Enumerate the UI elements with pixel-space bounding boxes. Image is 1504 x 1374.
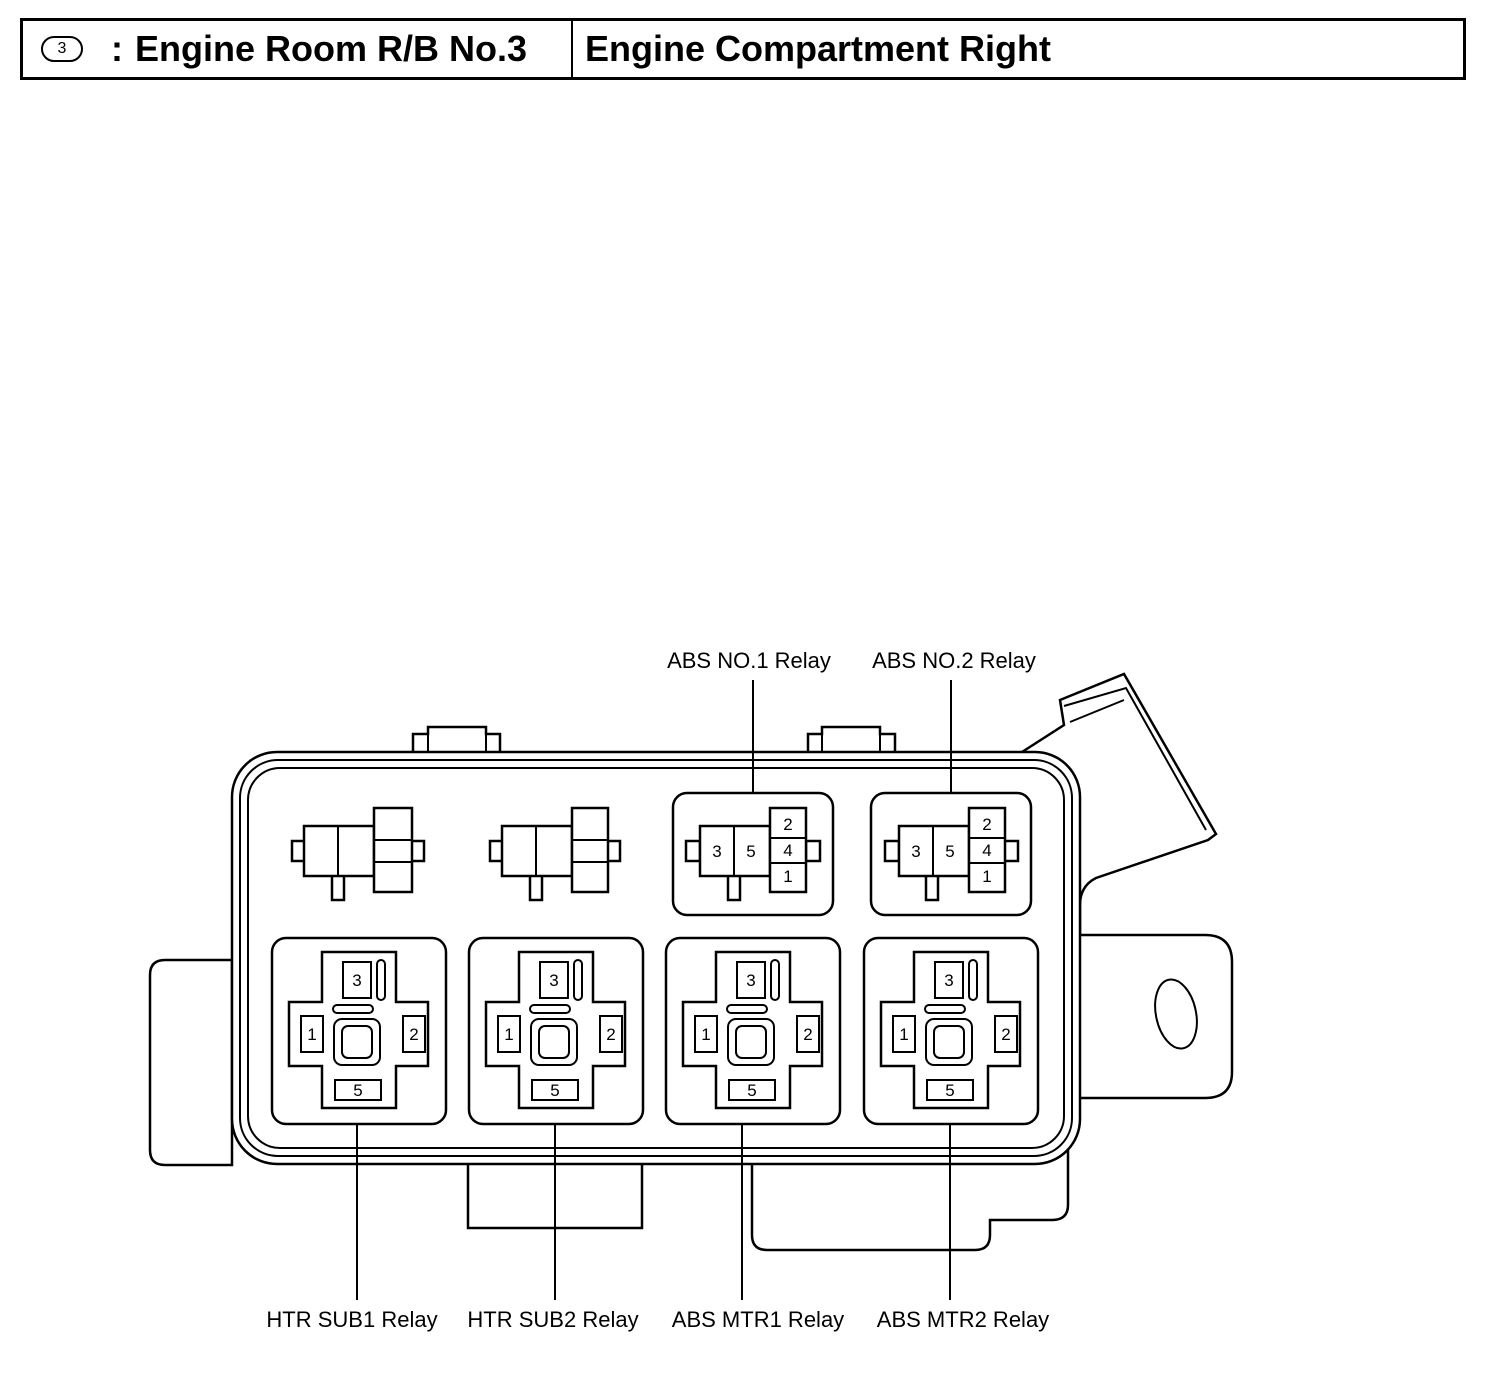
location-code-cell: 3 : Engine Room R/B No.3 (23, 21, 573, 77)
abs-no1-relay-socket: 3 5 2 4 1 (671, 791, 835, 917)
abs-mtr2-pin-2: 2 (1001, 1025, 1010, 1044)
abs-mtr2-pin-5: 5 (945, 1081, 954, 1100)
abs-mtr1-pin-2: 2 (803, 1025, 812, 1044)
htr-sub2-pin-1: 1 (504, 1025, 513, 1044)
abs-no1-pin-5: 5 (746, 842, 755, 861)
abs-no1-relay-label: ABS NO.1 Relay (667, 648, 831, 673)
htr-sub2-relay-socket: 3 1 2 5 (467, 936, 645, 1126)
abs-no2-relay-label: ABS NO.2 Relay (872, 648, 1036, 673)
abs-no2-pin-5: 5 (945, 842, 954, 861)
htr-sub2-relay-label: HTR SUB2 Relay (467, 1307, 638, 1332)
location-name: Engine Compartment Right (585, 28, 1051, 69)
htr-sub2-pin-2: 2 (606, 1025, 615, 1044)
header-separator: : (111, 28, 123, 69)
htr-sub2-pin-5: 5 (550, 1081, 559, 1100)
htr-sub1-pin-1: 1 (307, 1025, 316, 1044)
htr-sub1-pin-3: 3 (352, 971, 361, 990)
abs-mtr1-relay-label: ABS MTR1 Relay (672, 1307, 844, 1332)
htr-sub1-relay-label: HTR SUB1 Relay (266, 1307, 437, 1332)
abs-mtr2-pin-1: 1 (899, 1025, 908, 1044)
htr-sub1-relay-socket: 3 1 2 5 (270, 936, 448, 1126)
leader-lines (356, 680, 952, 1300)
abs-no2-pin-2: 2 (982, 815, 991, 834)
htr-sub2-pin-3: 3 (549, 971, 558, 990)
abs-no1-pin-3: 3 (712, 842, 721, 861)
location-code: Engine Room R/B No.3 (135, 28, 528, 69)
abs-no2-pin-4: 4 (982, 841, 991, 860)
abs-no2-pin-3: 3 (911, 842, 920, 861)
abs-mtr1-pin-3: 3 (746, 971, 755, 990)
abs-no1-pin-2: 2 (783, 815, 792, 834)
abs-no2-pin-1: 1 (982, 867, 991, 886)
location-name-cell: Engine Compartment Right (573, 21, 1463, 77)
abs-no2-relay-socket: 3 5 2 4 1 (869, 791, 1033, 917)
abs-mtr1-relay-socket: 3 1 2 5 (664, 936, 842, 1126)
htr-sub1-pin-5: 5 (353, 1081, 362, 1100)
abs-no1-pin-4: 4 (783, 841, 792, 860)
abs-mtr2-pin-3: 3 (944, 971, 953, 990)
location-header: 3 : Engine Room R/B No.3 Engine Compartm… (20, 18, 1466, 80)
abs-mtr2-relay-socket: 3 1 2 5 (862, 936, 1040, 1126)
htr-sub1-pin-2: 2 (409, 1025, 418, 1044)
abs-mtr1-pin-5: 5 (747, 1081, 756, 1100)
abs-mtr1-pin-1: 1 (701, 1025, 710, 1044)
empty-socket-2 (488, 806, 622, 902)
empty-socket-1 (290, 806, 426, 902)
relay-block-badge: 3 (41, 36, 83, 62)
abs-mtr2-relay-label: ABS MTR2 Relay (877, 1307, 1049, 1332)
abs-no1-pin-1: 1 (783, 867, 792, 886)
